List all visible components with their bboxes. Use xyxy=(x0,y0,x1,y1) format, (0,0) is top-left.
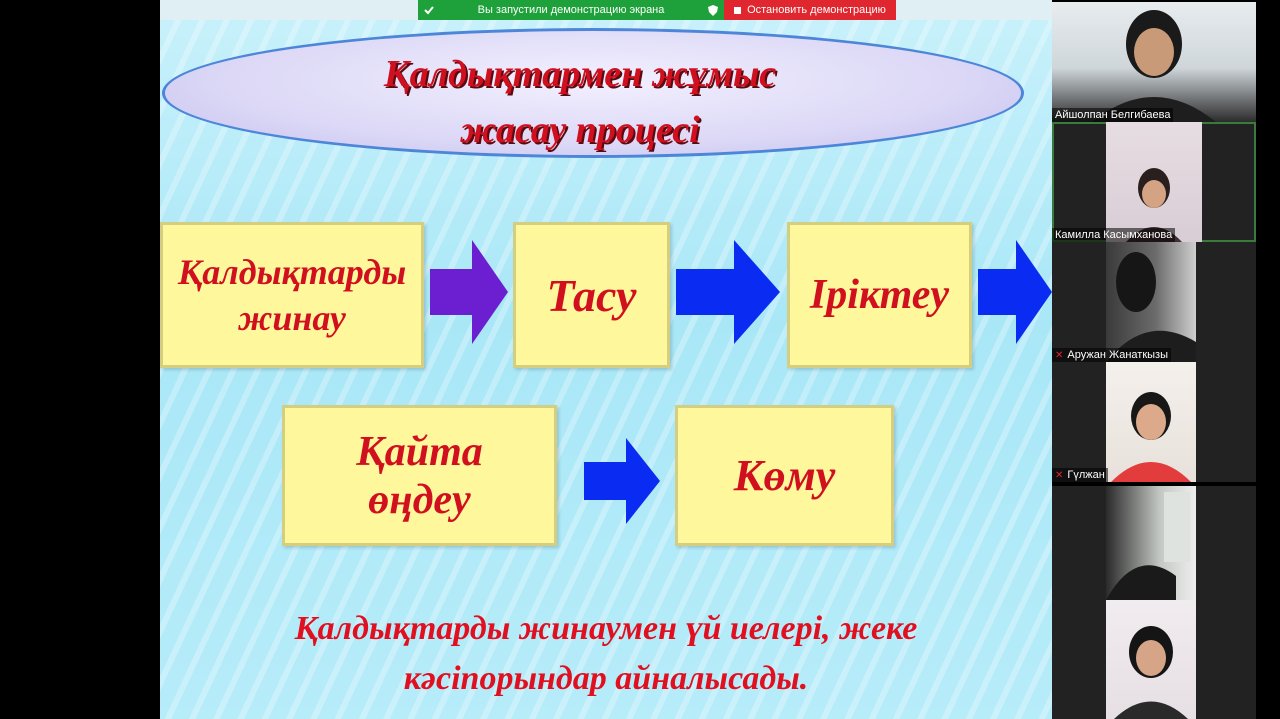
participant-video xyxy=(1106,486,1196,600)
slide-title: Қалдықтармен жұмыс жасау процесі xyxy=(300,46,860,158)
share-check-icon xyxy=(424,6,434,15)
person-avatar-icon xyxy=(1111,392,1191,482)
step-label-transport: Тасу xyxy=(546,269,637,321)
step-label-bury: Көму xyxy=(733,451,836,500)
arrow-blue-icon-2 xyxy=(978,240,1052,344)
participant-name-text: Аружан Жанаткызы xyxy=(1067,349,1169,361)
slide-title-line1: Қалдықтармен жұмыс xyxy=(383,53,777,95)
screen-share-banner: Вы запустили демонстрацию экрана Останов… xyxy=(418,0,896,20)
slide-title-line2: жасау процесі xyxy=(460,109,700,151)
participant-name: ✕Гүлжан xyxy=(1052,468,1108,482)
participant-tile[interactable]: ✕Гүлжан xyxy=(1052,362,1256,482)
stop-share-label: Остановить демонстрацию xyxy=(747,4,886,16)
participant-tile[interactable]: Камилла Касымханова xyxy=(1052,122,1256,242)
slide-footer-line2: кәсіпорындар айналысады. xyxy=(403,660,809,697)
shared-slide: Қалдықтармен жұмыс жасау процесі Қалдықт… xyxy=(160,0,1052,719)
participant-video xyxy=(1106,242,1196,362)
slide-footer: Қалдықтарды жинаумен үй иелері, жеке кәс… xyxy=(190,604,1022,704)
participant-tile[interactable]: ✕Аружан Жанаткызы xyxy=(1052,242,1256,362)
participant-tile[interactable]: Айшолпан Белгибаева xyxy=(1052,2,1256,122)
step-label-collect: Қалдықтарды жинау xyxy=(177,252,407,338)
arrow-purple-icon xyxy=(430,240,508,344)
step-box-transport: Тасу xyxy=(513,222,670,368)
stop-share-button[interactable]: Остановить демонстрацию xyxy=(724,0,896,20)
participant-video xyxy=(1052,2,1256,122)
share-status-bar: Вы запустили демонстрацию экрана xyxy=(418,0,724,20)
participant-video xyxy=(1106,600,1196,719)
person-avatar-icon xyxy=(1106,252,1196,362)
person-avatar-icon xyxy=(1126,168,1182,242)
participant-video xyxy=(1106,362,1196,482)
slide-footer-line1: Қалдықтарды жинаумен үй иелері, жеке xyxy=(294,610,918,647)
participant-name-text: Гүлжан xyxy=(1067,469,1105,481)
share-status-text: Вы запустили демонстрацию экрана xyxy=(477,4,665,16)
participant-video xyxy=(1106,122,1202,242)
participant-name: Камилла Касымханова xyxy=(1052,228,1176,242)
stop-square-icon xyxy=(734,6,742,14)
participant-tile[interactable] xyxy=(1052,486,1256,600)
step-box-sort: Іріктеу xyxy=(787,222,972,368)
title-ellipse xyxy=(162,28,1024,158)
person-avatar-icon xyxy=(1092,10,1216,122)
participant-name: Айшолпан Белгибаева xyxy=(1052,108,1174,122)
muted-mic-icon: ✕ xyxy=(1055,350,1064,361)
step-box-recycle: Қайта өңдеу xyxy=(282,405,557,546)
muted-mic-icon: ✕ xyxy=(1055,470,1064,481)
person-avatar-icon xyxy=(1114,626,1188,719)
step-label-recycle: Қайта өңдеу xyxy=(356,428,483,523)
step-label-sort: Іріктеу xyxy=(809,272,950,318)
person-avatar-icon xyxy=(1106,492,1190,600)
arrow-blue-icon-1 xyxy=(676,240,780,344)
shield-icon xyxy=(707,4,718,16)
step-box-bury: Көму xyxy=(675,405,894,546)
participant-name: ✕Аружан Жанаткызы xyxy=(1052,348,1172,362)
participant-tile[interactable] xyxy=(1052,600,1256,719)
arrow-blue-icon-3 xyxy=(584,438,660,524)
step-box-collect: Қалдықтарды жинау xyxy=(160,222,424,368)
